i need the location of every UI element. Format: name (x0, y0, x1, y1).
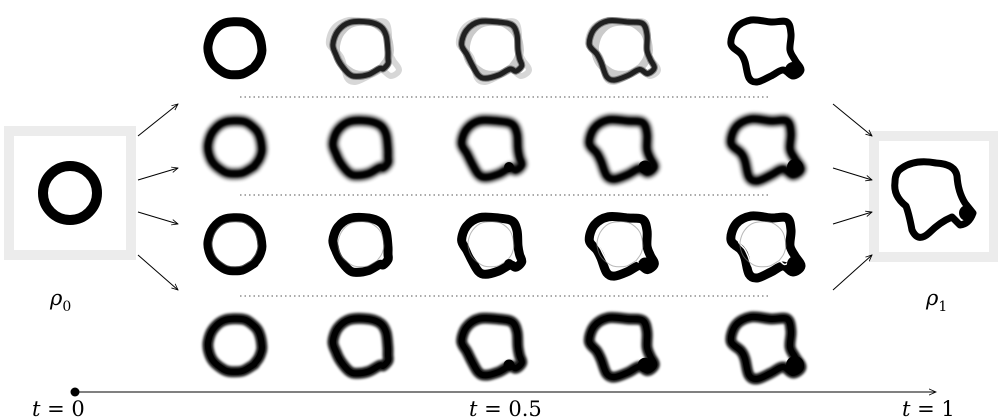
row-separators (240, 96, 770, 297)
shape-knob (504, 259, 514, 269)
shape-cell-r2-c3 (456, 115, 527, 183)
interpolated-shape (458, 117, 525, 181)
shape-cell-r1-c3 (455, 16, 532, 86)
interpolated-shape (204, 117, 265, 177)
shape-knob (504, 162, 514, 172)
arrow-from-row-4 (832, 255, 872, 291)
shape-cell-r1-c4 (584, 16, 661, 86)
shape-knob (503, 359, 515, 371)
interpolated-shape (328, 212, 393, 277)
source-ring (38, 161, 102, 225)
interpolation-grid (202, 16, 807, 385)
timeline-origin-dot (70, 387, 80, 397)
shape-cell-r2-c4 (584, 114, 660, 185)
timeline: t = 0 t = 0.5 t = 1 (32, 387, 955, 419)
shape-knob (785, 62, 801, 78)
arrow-from-row-3 (832, 212, 872, 225)
shape-cell-r2-c5 (725, 113, 806, 187)
shape-knob (638, 257, 652, 271)
arrow-to-row-4 (137, 254, 178, 290)
shape-cell-r4-c1 (202, 313, 268, 378)
speckle-line (338, 222, 384, 267)
arrow-to-row-3 (137, 211, 178, 224)
speckle-line (737, 221, 792, 271)
interpolated-shape (330, 18, 391, 79)
interpolated-shape-core (329, 315, 392, 377)
inner-trace (211, 221, 259, 268)
speckle-line (212, 222, 258, 267)
shape-cell-r1-c5 (727, 16, 805, 86)
shape-cell-r3-c5 (726, 211, 806, 283)
interpolated-shape (726, 211, 806, 283)
fanin-arrows (832, 103, 872, 291)
shape-knob (787, 159, 803, 175)
source-panel (4, 126, 136, 260)
interpolated-shape (203, 17, 267, 80)
interpolated-shape (203, 213, 267, 276)
interpolated-shape (457, 212, 527, 279)
shape-cell-r2-c1 (202, 115, 267, 179)
shape-cell-r3-c3 (457, 212, 527, 279)
shape-knob (637, 357, 653, 373)
arrow-from-row-1 (832, 103, 872, 136)
interpolated-shape-core (204, 315, 265, 375)
target-frame (869, 131, 998, 262)
shape-cell-r4-c5 (725, 311, 807, 385)
source-frame (4, 126, 136, 260)
interpolated-shape (459, 18, 525, 81)
shape-cell-r3-c1 (203, 213, 267, 276)
shape-knob (787, 256, 803, 272)
arrow-to-row-1 (137, 104, 178, 137)
shape-cell-r4-c2 (327, 312, 394, 379)
shape-cell-r4-c4 (583, 311, 660, 383)
shape-cell-r1-c1 (203, 17, 267, 80)
shape-cell-r2-c2 (327, 115, 394, 181)
shape-knob (786, 356, 804, 374)
interpolated-shape (586, 17, 657, 83)
shape-cell-r1-c2 (325, 16, 402, 86)
tick-label-mid: t = 0.5 (469, 397, 542, 419)
interpolated-shape (727, 115, 804, 185)
inner-trace (596, 221, 644, 268)
shape-cell-r3-c2 (328, 212, 393, 277)
tick-label-start: t = 0 (32, 397, 85, 419)
source-label: ρ0 (49, 286, 71, 315)
arrow-from-row-2 (832, 167, 872, 180)
shape-cell-r4-c3 (456, 312, 528, 381)
inner-trace (337, 221, 385, 268)
shape-knob (638, 160, 652, 174)
shape-cell-r3-c4 (584, 211, 659, 281)
target-label: ρ1 (925, 286, 947, 315)
inner-trace (739, 221, 787, 268)
target-panel (869, 131, 998, 262)
fanout-arrows (137, 104, 178, 290)
ghost-target-shape (325, 16, 402, 86)
interpolated-shape (329, 117, 392, 179)
target-shape (891, 158, 977, 241)
interpolated-shape-core (458, 315, 525, 379)
arrow-to-row-2 (137, 168, 178, 181)
tick-label-end: t = 1 (902, 397, 955, 419)
